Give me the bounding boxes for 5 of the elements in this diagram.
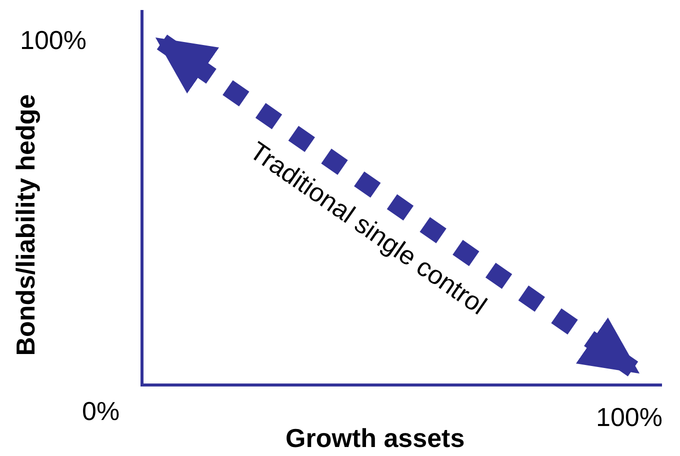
axis-tick-label: 100% [20, 27, 86, 53]
axis-title: Growth assets [286, 425, 465, 451]
axis-tick-label: 0% [82, 398, 120, 424]
axis-tick-label: 100% [596, 404, 662, 430]
axis-title: Bonds/liability hedge [12, 94, 38, 356]
